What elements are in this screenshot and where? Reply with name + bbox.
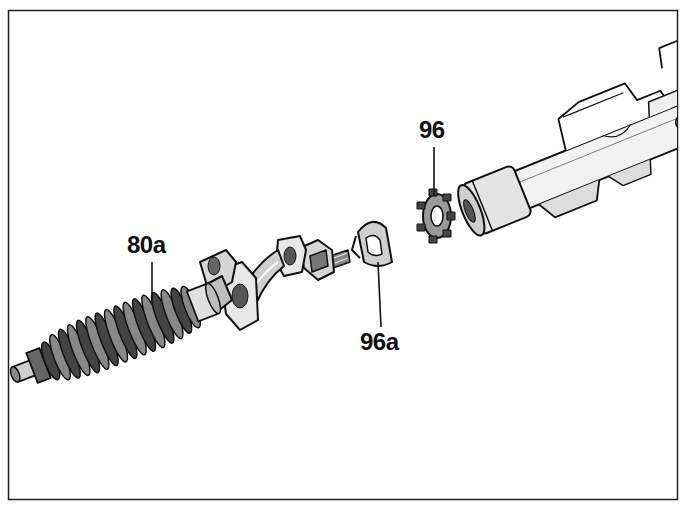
frame <box>9 11 678 500</box>
steering-column <box>433 27 677 248</box>
toothed-ring <box>417 189 455 243</box>
retaining-clip <box>352 222 392 266</box>
leader-lines <box>152 147 434 327</box>
callout-number: 80a <box>127 233 166 257</box>
callout-number: 96 <box>419 118 445 142</box>
intermediate-shaft <box>196 236 350 330</box>
rubber-boot <box>9 271 228 402</box>
callout-number: 96a <box>360 330 399 354</box>
